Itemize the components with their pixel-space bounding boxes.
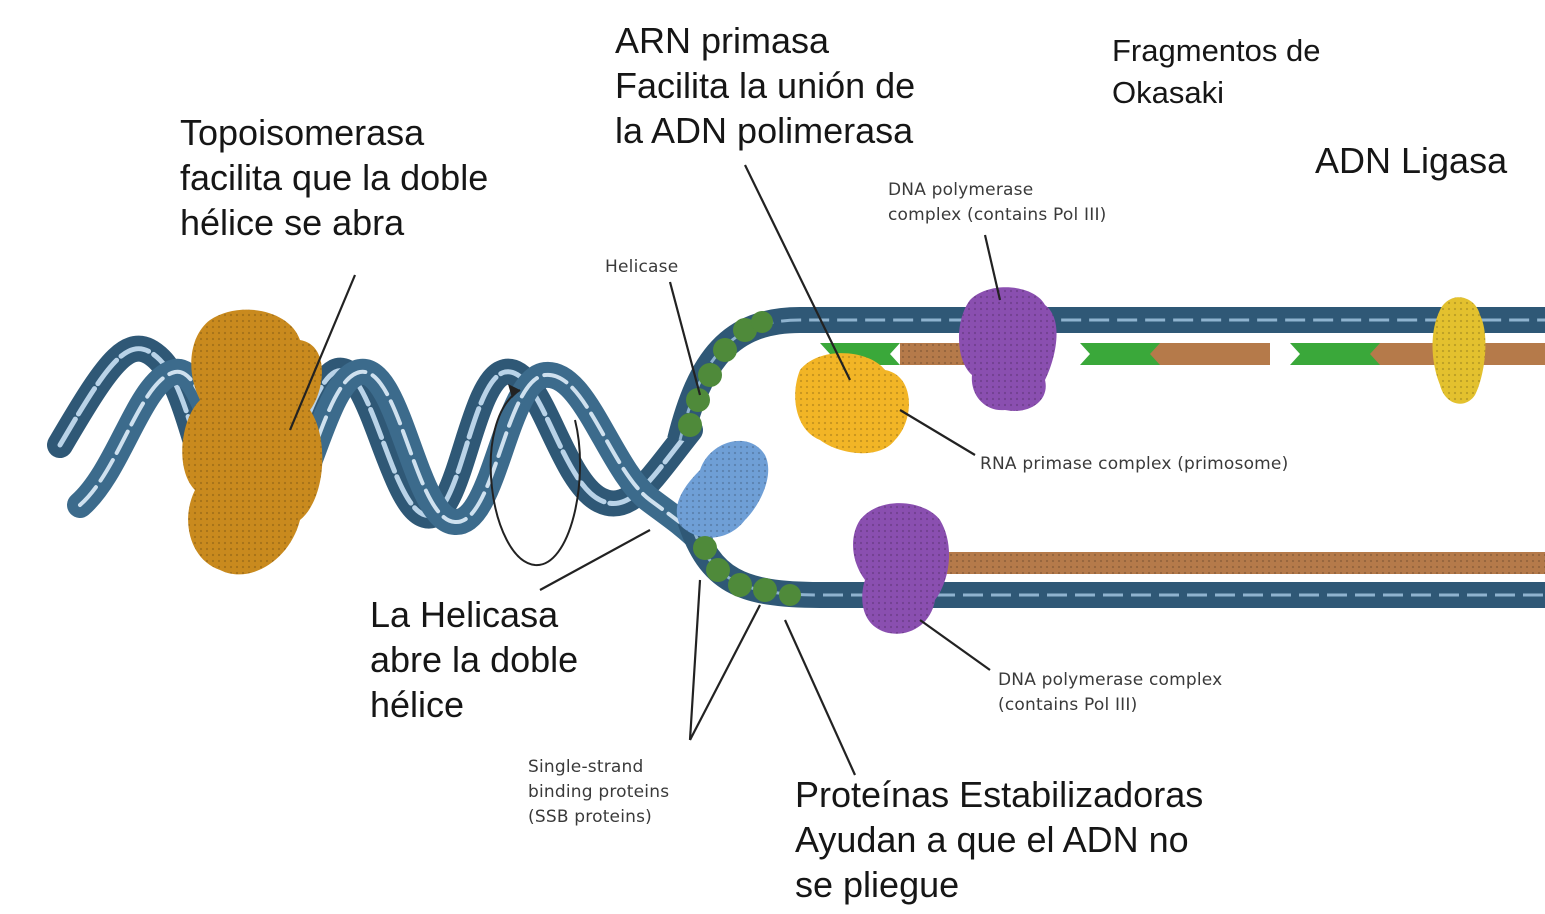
helicasa-leader: [539, 529, 651, 591]
primase-protein: [795, 353, 909, 454]
rotation-arrow: [489, 384, 582, 567]
polymerase-bottom-leader: [919, 619, 991, 671]
label-dna-pol-top: DNA polymerase complex (contains Pol III…: [888, 180, 1107, 225]
topoisomerase-protein: [182, 309, 323, 575]
topoisomerase-leader: [288, 274, 357, 431]
label-la-helicasa: La Helicasa abre la doble hélice: [370, 594, 579, 725]
dna-double-helix: [47, 335, 713, 555]
label-fragmentos: Fragmentos de Okasaki: [1112, 33, 1321, 110]
polymerase-bottom: [853, 503, 950, 634]
label-topoisomerasa: Topoisomerasa facilita que la doble héli…: [180, 112, 489, 243]
ssb-proteins: [678, 311, 801, 606]
label-arn-primasa: ARN primasa Facilita la unión de la ADN …: [615, 20, 916, 151]
proteinas-leader: [783, 619, 857, 776]
ssb-leader-2: [689, 604, 761, 741]
helicase-protein: [676, 440, 769, 538]
primase-leader: [744, 164, 851, 381]
label-dna-pol-bottom: DNA polymerase complex (contains Pol III…: [998, 670, 1223, 715]
ligase-protein: [1432, 297, 1486, 404]
leader-lines: [288, 164, 1002, 776]
primase-complex-leader: [899, 409, 976, 456]
helicase-leader: [668, 281, 702, 396]
polymerase-top-leader: [983, 234, 1002, 301]
polymerase-top: [958, 287, 1057, 411]
ssb-leader-1: [688, 579, 702, 741]
label-helicase: Helicase: [605, 257, 679, 277]
label-rna-primase: RNA primase complex (primosome): [980, 454, 1289, 474]
label-ssb: Single-strand binding proteins (SSB prot…: [528, 757, 670, 827]
label-adn-ligasa: ADN Ligasa: [1315, 140, 1508, 181]
label-proteinas: Proteínas Estabilizadoras Ayudan a que e…: [795, 774, 1204, 905]
